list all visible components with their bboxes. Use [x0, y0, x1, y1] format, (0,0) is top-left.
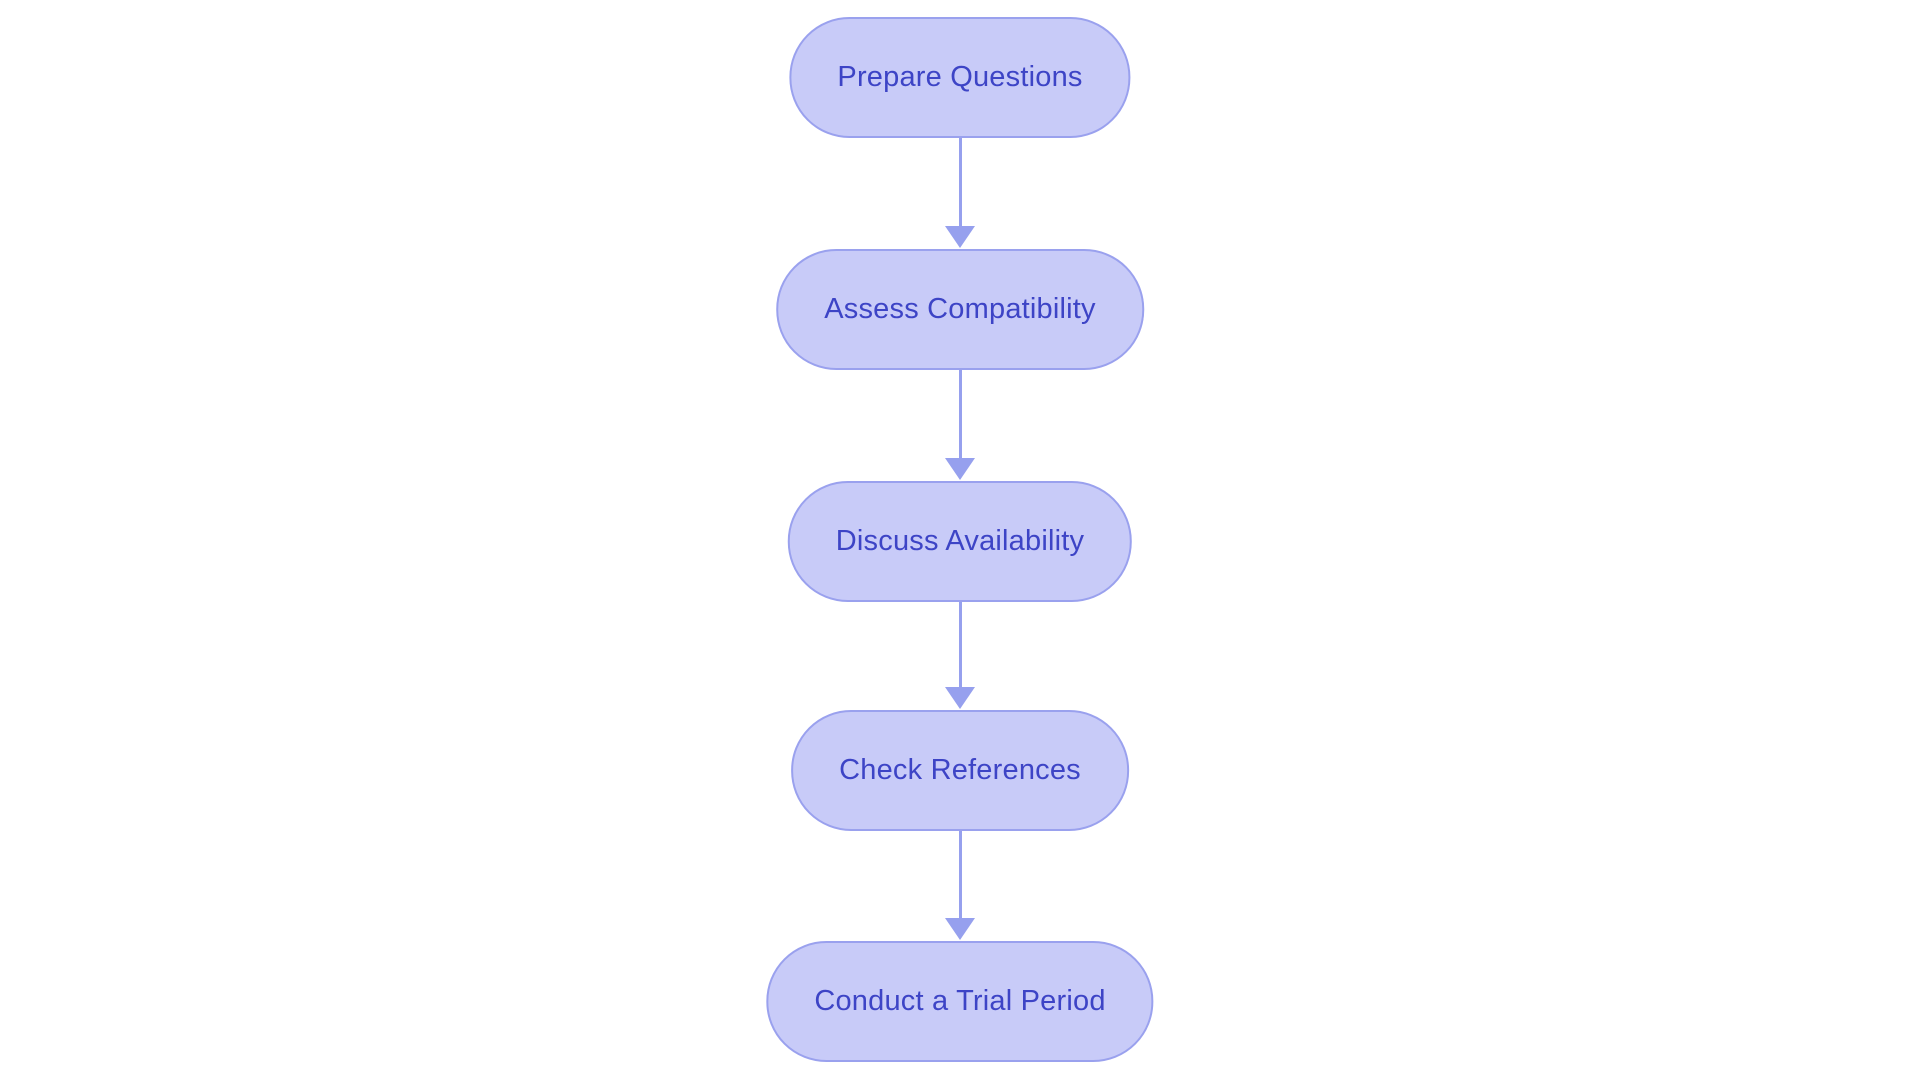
flow-arrow-down-2	[945, 370, 975, 480]
arrow-shaft	[958, 602, 962, 687]
node-label: Assess Compatibility	[824, 293, 1096, 325]
node-label: Discuss Availability	[835, 525, 1085, 557]
arrow-head-icon	[945, 687, 975, 709]
arrow-shaft	[958, 831, 962, 918]
node-label: Prepare Questions	[837, 61, 1083, 93]
node-discuss-availability: Discuss Availability	[787, 481, 1133, 602]
flow-arrow-down-3	[945, 602, 975, 709]
node-assess-compatibility: Assess Compatibility	[776, 249, 1144, 370]
arrow-head-icon	[945, 458, 975, 480]
node-label: Check References	[839, 754, 1081, 786]
arrow-shaft	[958, 370, 962, 458]
node-check-references: Check References	[791, 710, 1129, 831]
arrow-shaft	[958, 138, 962, 226]
flow-arrow-down-4	[945, 831, 975, 940]
arrow-head-icon	[945, 918, 975, 940]
node-conduct-trial-period: Conduct a Trial Period	[766, 941, 1154, 1062]
node-label: Conduct a Trial Period	[814, 985, 1106, 1017]
flow-arrow-down-1	[945, 138, 975, 248]
node-prepare-questions: Prepare Questions	[789, 17, 1131, 138]
arrow-head-icon	[945, 226, 975, 248]
